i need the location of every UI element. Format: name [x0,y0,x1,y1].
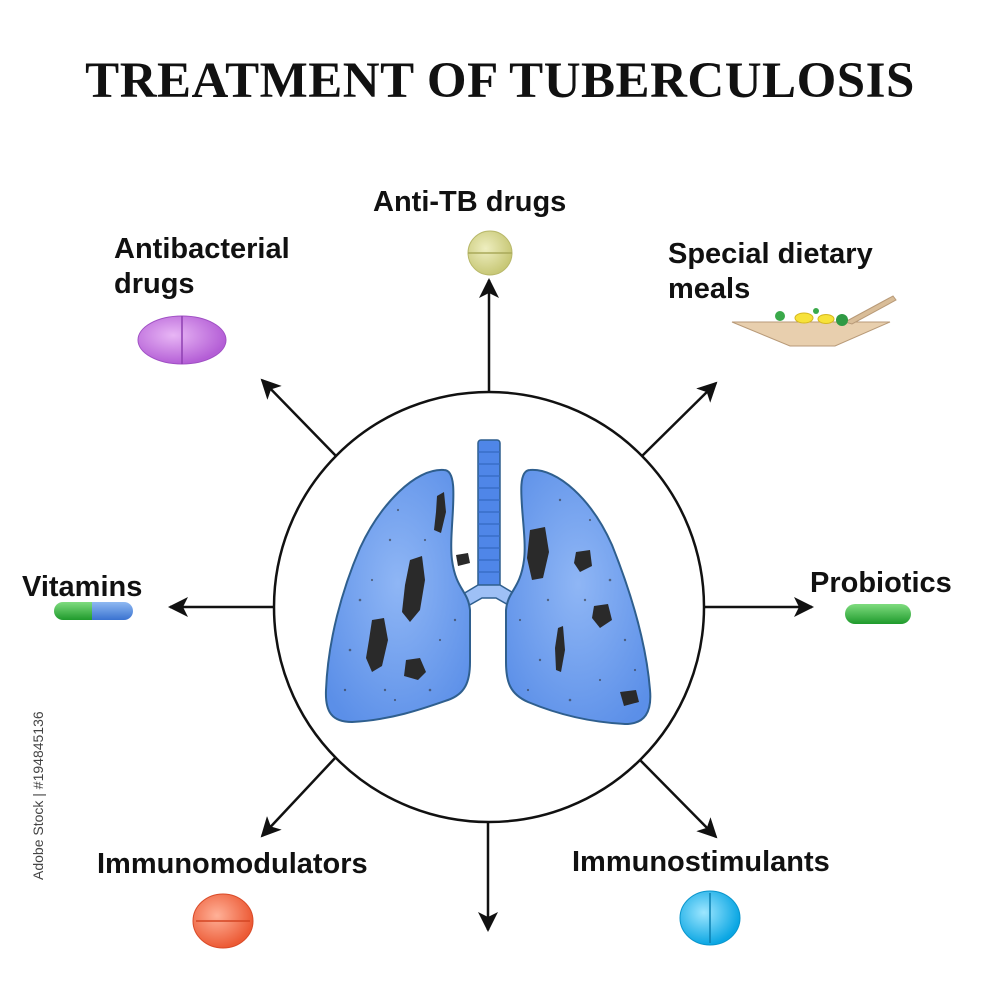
label-dietary-line1: Special dietary [668,238,873,270]
arrow-antibacterial [260,378,337,457]
label-anti-tb-drugs: Anti-TB drugs [373,186,567,218]
label-antibacterial-line1: Antibacterial [114,233,290,265]
arrow-immunomodulators [260,756,337,838]
label-immunostimulants: Immunostimulants [572,846,830,878]
arrow-dietary [639,381,718,459]
lesions [366,492,639,706]
antibacterial-pill-icon [137,315,227,365]
trachea [477,439,501,591]
label-dietary-line2: meals [668,273,751,305]
label-vitamins: Vitamins [22,571,143,603]
immunomodulator-pill-icon [192,893,254,949]
immunostimulant-pill-icon [679,890,741,946]
lungs-illustration [324,439,652,726]
meal-bowl-icon [731,295,897,347]
arrow-immunostimulants [639,759,718,839]
label-antibacterial-line2: drugs [114,268,195,300]
anti-tb-pill-icon [467,230,513,276]
stock-watermark: Adobe Stock | #194845136 [30,711,46,880]
vitamin-capsule-icon [54,602,133,620]
label-immunomodulators: Immunomodulators [97,848,368,880]
probiotic-capsule-icon [845,604,911,624]
label-probiotics: Probiotics [810,567,952,599]
left-lung [324,468,471,724]
page-title: TREATMENT OF TUBERCULOSIS [85,53,915,109]
